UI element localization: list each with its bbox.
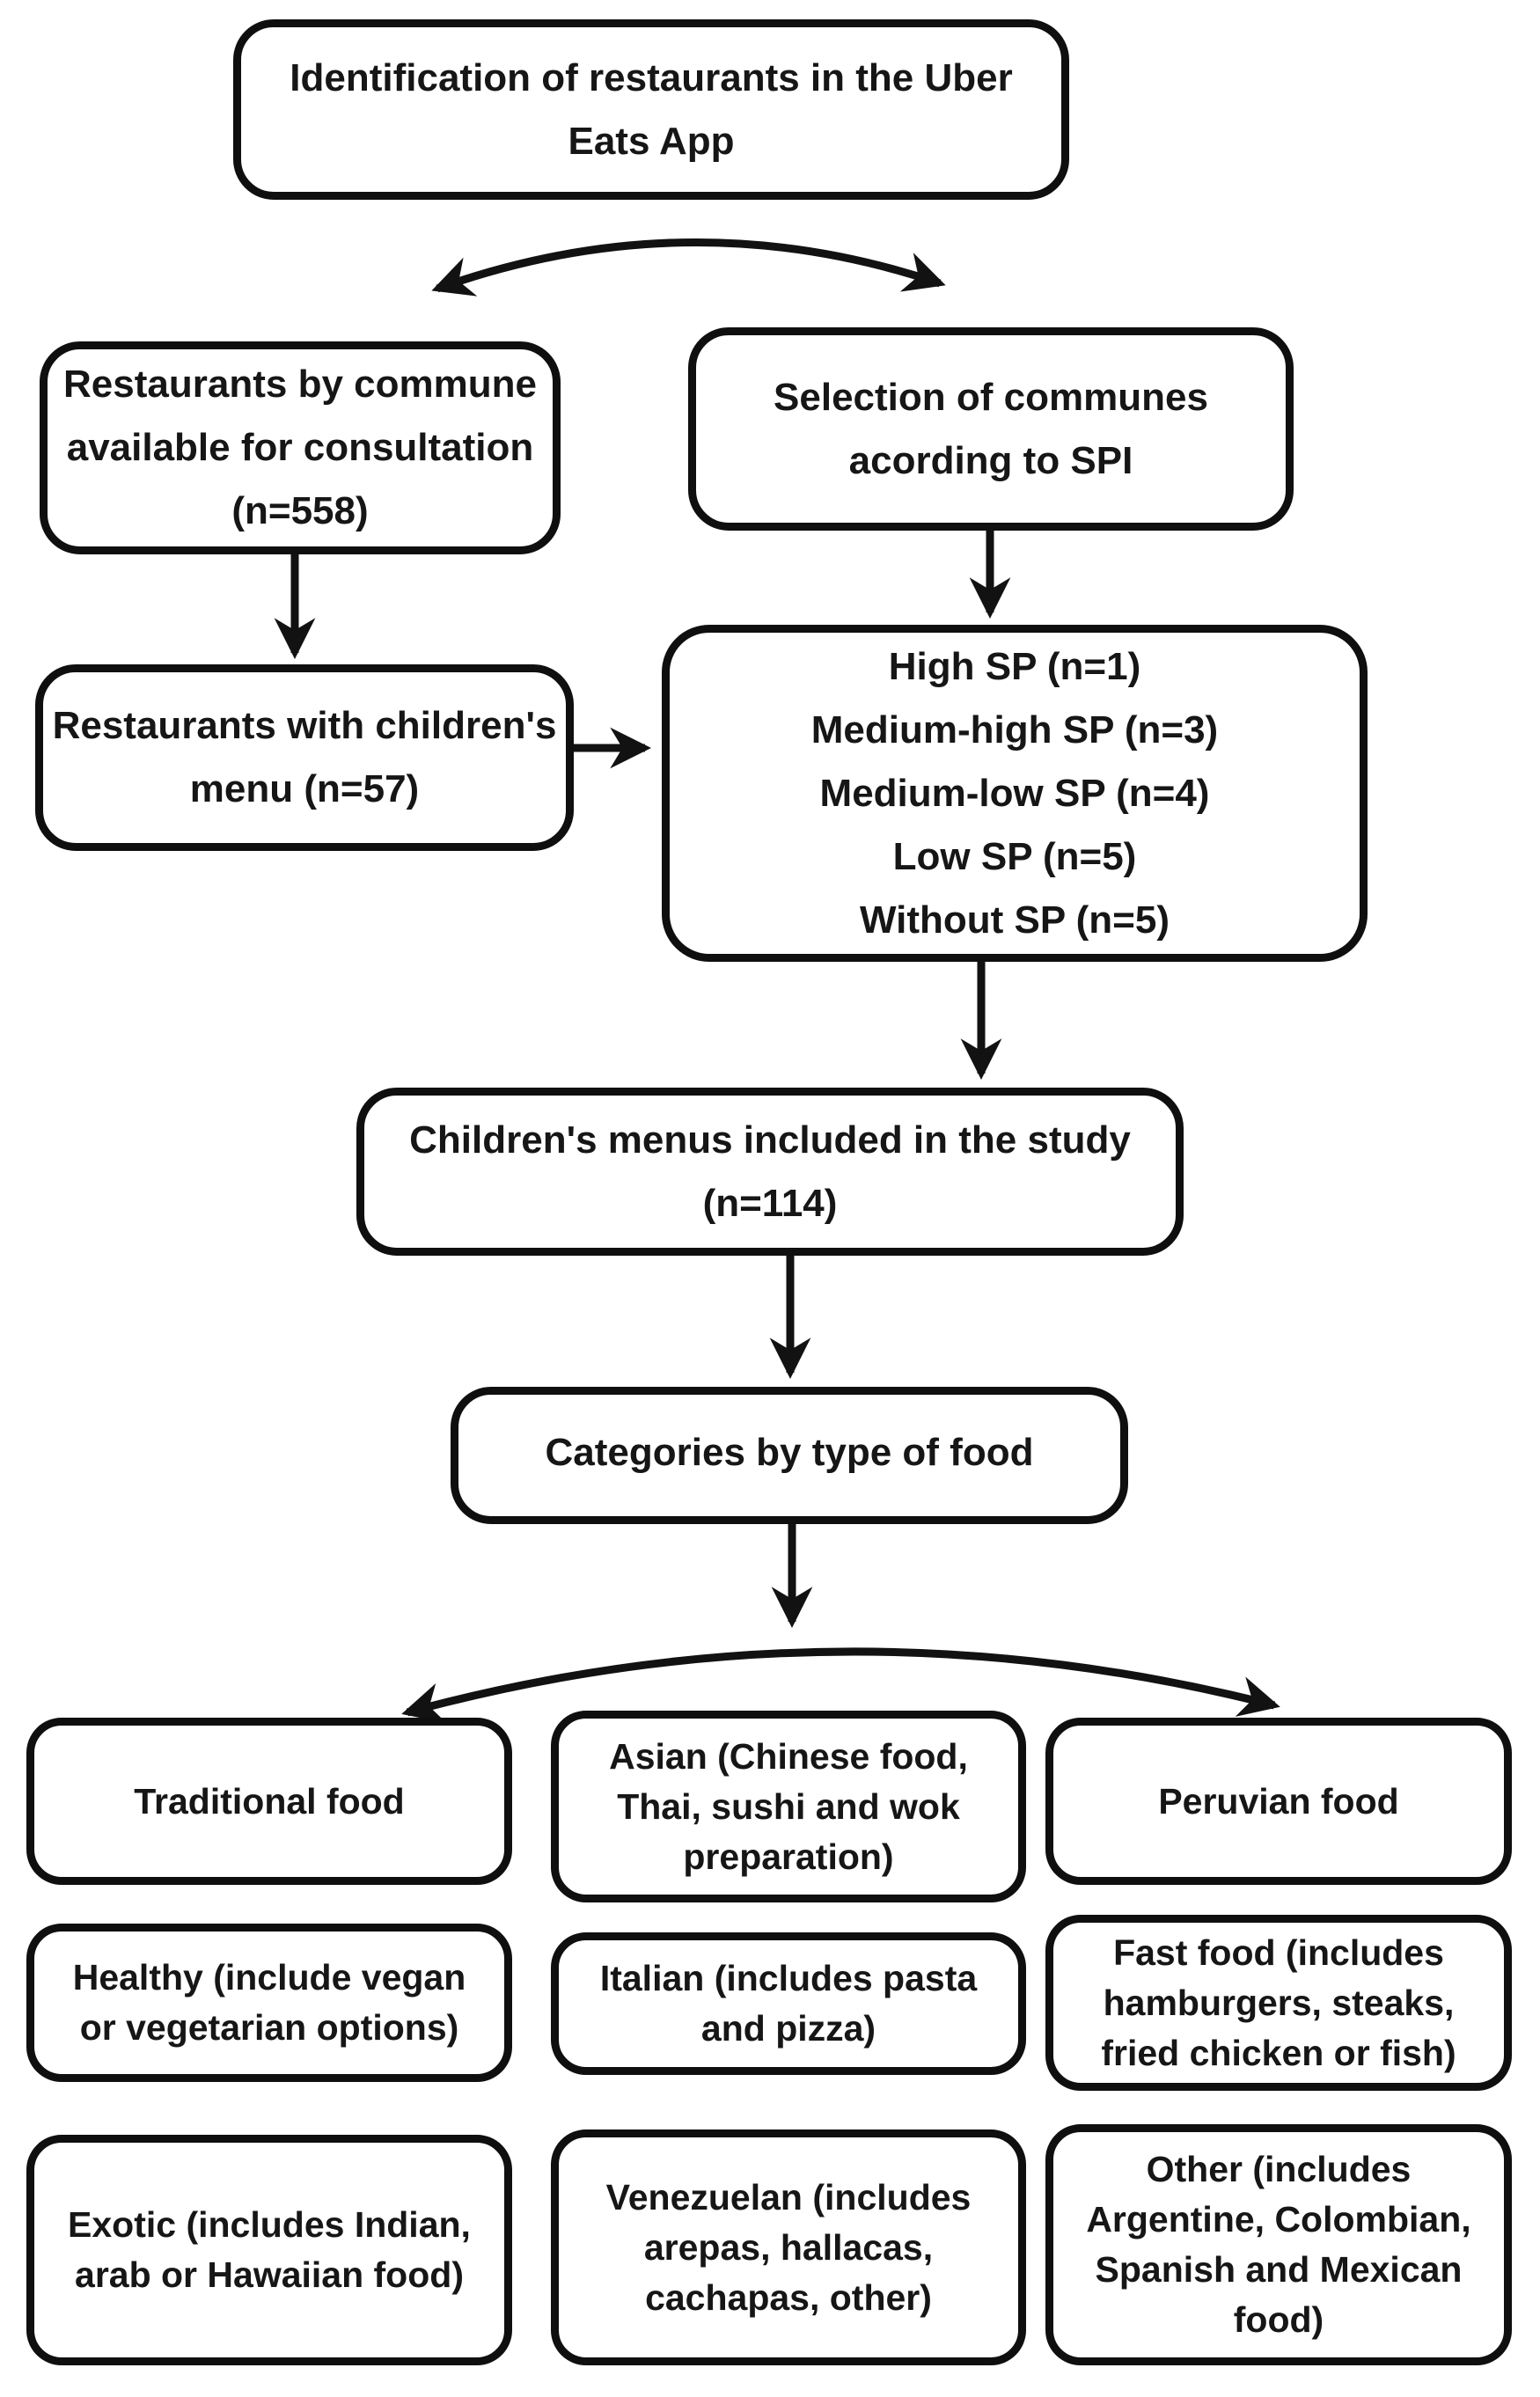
node-menus-included: Children's menus included in the study (… — [356, 1088, 1184, 1256]
node-restaurants-children-menu-line: menu (n=57) — [189, 767, 420, 810]
node-selection-communes-line: Selection of communes — [774, 375, 1208, 419]
node-restaurants-by-commune: Restaurants by commune available for con… — [40, 341, 561, 554]
node-italian-line: and pizza) — [700, 2008, 876, 2049]
node-restaurants-by-commune-line: available for consultation — [66, 426, 534, 469]
node-categories: Categories by type of food — [451, 1387, 1128, 1524]
node-healthy-line: Healthy (include vegan — [72, 1957, 466, 1998]
node-categories-line: Categories by type of food — [545, 1431, 1034, 1474]
node-selection-communes: Selection of communes acording to SPI — [688, 327, 1294, 531]
node-fast-food-line: hamburgers, steaks, — [1103, 1982, 1455, 2023]
node-sp-levels-line: Medium-high SP (n=3) — [810, 707, 1219, 751]
node-venezuelan: Venezuelan (includes arepas, hallacas, c… — [551, 2129, 1026, 2365]
arrow-split-top — [431, 238, 946, 297]
node-italian: Italian (includes pasta and pizza) — [551, 1932, 1026, 2075]
node-identification: Identification of restaurants in the Ube… — [233, 19, 1069, 200]
node-selection-communes-line: acording to SPI — [848, 438, 1133, 482]
node-venezuelan-line: cachapas, other) — [645, 2276, 932, 2318]
node-exotic: Exotic (includes Indian, arab or Hawaiia… — [26, 2135, 512, 2365]
node-venezuelan-line: arepas, hallacas, — [643, 2226, 934, 2268]
node-other-line: Other (includes — [1146, 2149, 1412, 2189]
node-asian: Asian (Chinese food, Thai, sushi and wok… — [551, 1711, 1026, 1902]
node-restaurants-by-commune-line: (n=558) — [231, 489, 369, 532]
node-exotic-line: arab or Hawaiian food) — [75, 2254, 464, 2295]
node-other: Other (includes Argentine, Colombian, Sp… — [1045, 2124, 1512, 2365]
node-menus-included-line: Children's menus included in the study — [409, 1118, 1131, 1162]
node-healthy-line: or vegetarian options) — [79, 2007, 459, 2048]
node-other-line: Spanish and Mexican — [1095, 2249, 1463, 2290]
node-italian-line: Italian (includes pasta — [599, 1958, 978, 1998]
node-exotic-line: Exotic (includes Indian, — [68, 2204, 471, 2245]
node-venezuelan-line: Venezuelan (includes — [605, 2176, 972, 2217]
arrow-split-bottom — [401, 1647, 1280, 1724]
node-sp-levels-line: Without SP (n=5) — [860, 898, 1170, 942]
node-asian-line: Thai, sushi and wok — [617, 1785, 960, 1827]
node-sp-levels: High SP (n=1) Medium-high SP (n=3) Mediu… — [662, 625, 1368, 962]
node-sp-levels-line: Medium-low SP (n=4) — [819, 771, 1210, 815]
node-asian-line: preparation) — [683, 1836, 894, 1877]
node-peruvian: Peruvian food — [1045, 1718, 1512, 1885]
node-fast-food-line: fried chicken or fish) — [1101, 2032, 1456, 2073]
node-fast-food-line: Fast food (includes — [1113, 1932, 1444, 1973]
node-sp-levels-line: Low SP (n=5) — [892, 834, 1137, 878]
node-identification-line: Eats App — [568, 119, 735, 163]
node-fast-food: Fast food (includes hamburgers, steaks, … — [1045, 1915, 1512, 2091]
node-sp-levels-line: High SP (n=1) — [888, 644, 1141, 688]
node-peruvian-line: Peruvian food — [1158, 1780, 1399, 1822]
node-other-line: Argentine, Colombian, — [1086, 2199, 1471, 2239]
node-menus-included-line: (n=114) — [702, 1181, 838, 1225]
node-restaurants-children-menu: Restaurants with children's menu (n=57) — [35, 664, 574, 851]
node-identification-line: Identification of restaurants in the Ube… — [290, 55, 1013, 99]
node-traditional-line: Traditional food — [134, 1780, 405, 1822]
node-asian-line: Asian (Chinese food, — [609, 1735, 968, 1777]
node-traditional: Traditional food — [26, 1718, 512, 1885]
node-healthy: Healthy (include vegan or vegetarian opt… — [26, 1924, 512, 2082]
node-restaurants-children-menu-line: Restaurants with children's — [52, 704, 557, 747]
node-other-line: food) — [1233, 2299, 1324, 2340]
node-restaurants-by-commune-line: Restaurants by commune — [63, 363, 537, 406]
